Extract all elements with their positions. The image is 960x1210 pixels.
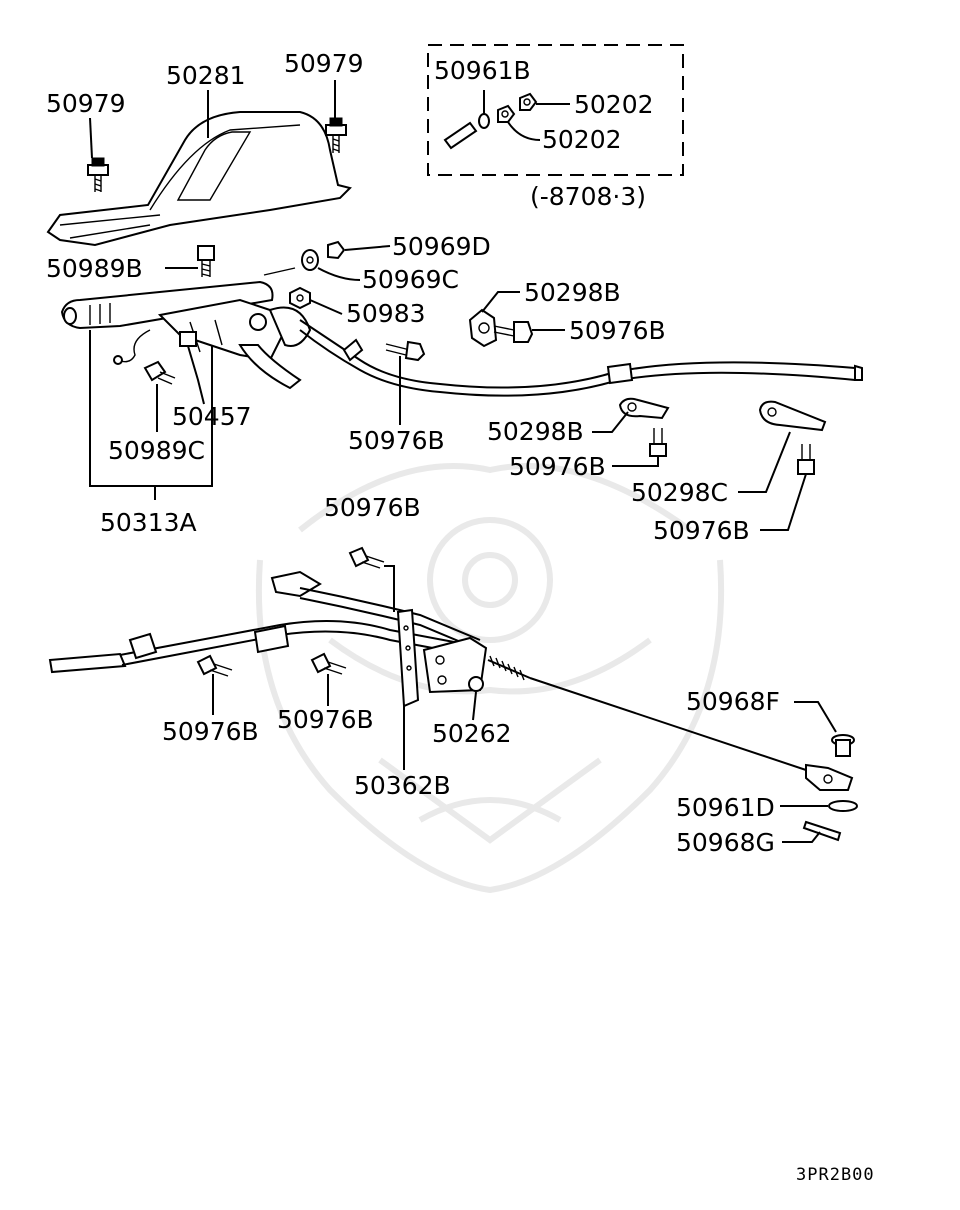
label-50969C: 50969C — [362, 265, 459, 294]
inset-nut-lower — [497, 104, 516, 123]
label-50989C: 50989C — [108, 436, 205, 465]
screw-50979-left — [87, 157, 109, 192]
part-labels: 50281 50979 50979 50961B 50202 50202 (-8… — [46, 49, 875, 1185]
bolt-50976B-c — [649, 428, 667, 457]
bolt-50976B-f — [196, 654, 233, 677]
label-50976B-mid: 50976B — [348, 426, 445, 455]
inset-box — [427, 44, 684, 176]
split-pin-50968G — [802, 820, 842, 842]
inset-pin — [443, 121, 478, 150]
diagram-code: 3PR2B00 — [796, 1165, 875, 1185]
label-50976B-upper: 50976B — [569, 316, 666, 345]
rear-cable-assembly — [48, 570, 854, 791]
label-50457: 50457 — [172, 402, 252, 431]
inset-note: (-8708·3) — [530, 182, 646, 211]
label-50976B-e: 50976B — [324, 493, 421, 522]
nut-50983 — [289, 286, 311, 310]
bolt-50976B-e — [348, 546, 385, 569]
lever-cover — [46, 111, 352, 247]
label-50976B-g: 50976B — [277, 705, 374, 734]
nut-50969D — [327, 240, 346, 260]
bolt-50989C — [143, 360, 176, 385]
bolt-50989B — [197, 245, 215, 277]
screw-50979-right — [325, 117, 347, 153]
inset-washer — [478, 113, 490, 129]
bolt-50976B-d — [797, 444, 815, 475]
bolt-50976B-upper — [493, 321, 534, 343]
watermark-emblem — [255, 463, 725, 894]
washer-50961D — [828, 800, 858, 812]
label-50968G: 50968G — [676, 828, 775, 857]
label-50298C: 50298C — [631, 478, 728, 507]
bolt-50976B-mid — [385, 340, 426, 362]
lever-assembly — [60, 267, 312, 390]
label-50979-right: 50979 — [284, 49, 364, 78]
label-50202-lower: 50202 — [542, 125, 622, 154]
label-50989B: 50989B — [46, 254, 143, 283]
label-50362B: 50362B — [354, 771, 451, 800]
front-cable — [299, 319, 863, 397]
label-50961D: 50961D — [676, 793, 775, 822]
clamp-50298B-upper — [468, 308, 498, 348]
label-50969D: 50969D — [392, 232, 491, 261]
bolt-50976B-g — [310, 652, 347, 675]
label-50976B-d: 50976B — [653, 516, 750, 545]
clamp-50298C — [758, 400, 827, 432]
label-50281: 50281 — [166, 61, 246, 90]
label-50298B-lower: 50298B — [487, 417, 584, 446]
label-50202-upper: 50202 — [574, 90, 654, 119]
clamp-50298B-lower — [618, 397, 670, 420]
leader-lines — [89, 80, 837, 843]
label-50262: 50262 — [432, 719, 512, 748]
label-50976B-f: 50976B — [162, 717, 259, 746]
label-50298B-upper: 50298B — [524, 278, 621, 307]
label-50313A: 50313A — [100, 508, 197, 537]
nut-50969C — [301, 249, 319, 271]
label-50983: 50983 — [346, 299, 426, 328]
label-50968F: 50968F — [686, 687, 780, 716]
label-50961B: 50961B — [434, 56, 531, 85]
label-50976B-c: 50976B — [509, 452, 606, 481]
pin-50968F — [831, 734, 855, 757]
inset-nut-upper — [519, 92, 538, 111]
label-50979-left: 50979 — [46, 89, 126, 118]
